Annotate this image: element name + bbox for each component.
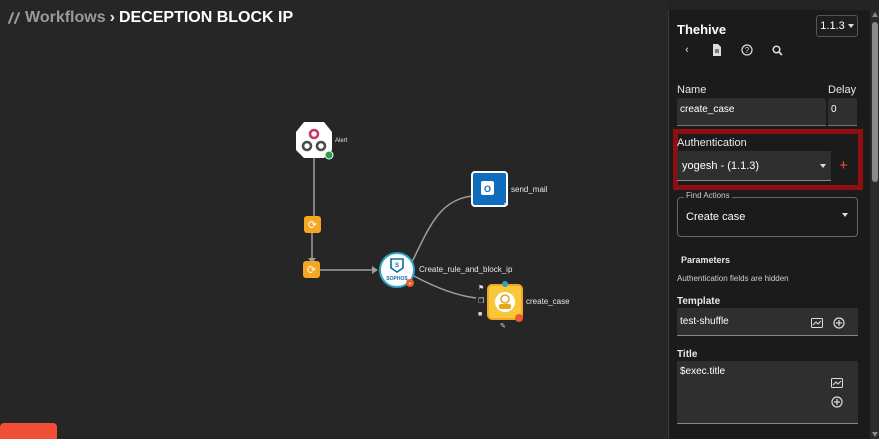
outlook-icon: O (481, 181, 494, 195)
node-create-case[interactable]: ⚑ ❐ ■ ✎ create_case (478, 281, 570, 330)
node-send-mail[interactable]: O ➤ send_mail (471, 171, 548, 209)
trigger-active-badge (324, 150, 334, 160)
selected-node-handle[interactable] (502, 281, 508, 287)
send-arrow-icon: ➤ (503, 202, 509, 209)
scroll-down-arrow-icon[interactable] (872, 432, 878, 437)
shuffle-logo-icon (8, 12, 20, 24)
delete-icon[interactable]: ■ (478, 311, 482, 318)
edge-arrowhead (308, 258, 316, 263)
edge-sophos-to-send-mail[interactable] (411, 195, 473, 263)
add-variable-icon[interactable] (831, 396, 843, 408)
template-value: test-shuffle (680, 316, 729, 327)
wrench-icon[interactable]: ✎ (500, 323, 506, 330)
svg-text:?: ? (745, 46, 750, 55)
node-send-mail-label: send_mail (511, 185, 548, 194)
find-actions-legend: Find Actions (684, 191, 732, 200)
authentication-select[interactable]: yogesh - (1.1.3) (677, 151, 831, 181)
save-workflow-button[interactable] (0, 423, 57, 439)
node-alert-label: Alert (335, 138, 348, 144)
parameters-heading: Parameters (681, 255, 731, 265)
authentication-label: Authentication (677, 137, 747, 149)
delay-input[interactable]: 0 (828, 98, 857, 126)
panel-scrollbar[interactable] (870, 10, 879, 439)
delay-label: Delay (828, 84, 857, 96)
sophos-wordmark: SOPHOS (386, 276, 408, 282)
node-warning-badge-glyph: + (408, 282, 412, 288)
svg-text:S: S (395, 263, 399, 269)
name-input[interactable]: create_case (677, 98, 826, 126)
node-condition-1[interactable]: ⟳ (304, 216, 321, 233)
authentication-highlight-box (673, 129, 863, 190)
search-icon[interactable] (769, 42, 785, 58)
flag-icon[interactable]: ⚑ (478, 284, 484, 292)
node-alert[interactable]: Alert (296, 122, 348, 160)
auth-hidden-note: Authentication fields are hidden (677, 274, 789, 283)
breadcrumb-workflows-link[interactable]: Workflows (25, 9, 106, 26)
node-status-badge (515, 314, 523, 322)
node-condition-2[interactable]: ⟳ (303, 261, 320, 278)
workflow-title: DECEPTION BLOCK IP (118, 9, 294, 26)
expand-editor-icon[interactable] (831, 377, 843, 389)
help-icon[interactable]: ? (739, 42, 755, 58)
find-actions-value: Create case (686, 211, 746, 223)
webhook-icon (301, 128, 327, 152)
edge-sophos-to-create-case[interactable] (413, 275, 477, 299)
title-value: $exec.title (680, 366, 726, 377)
action-side-panel: Thehive 1.1.3 ‹ ? Name Delay create_case… (668, 10, 879, 439)
chevron-down-icon (842, 213, 848, 217)
copy-icon[interactable]: ❐ (478, 297, 484, 305)
panel-toolbar: ‹ ? (679, 42, 785, 58)
node-create-case-label: create_case (526, 297, 570, 306)
edge-arrowhead (372, 266, 378, 274)
breadcrumb-separator: › (109, 9, 115, 26)
authentication-value: yogesh - (1.1.3) (682, 159, 760, 172)
node-sophos-label: Create_rule_and_block_ip (419, 265, 513, 274)
node-warning-badge (406, 279, 414, 287)
refresh-icon: ⟳ (307, 265, 316, 277)
sophos-icon: S SOPHOS (386, 258, 408, 282)
version-value: 1.1.3 (820, 20, 845, 32)
node-sophos[interactable]: S SOPHOS + Create_rule_and_block_ip (379, 252, 513, 288)
workflow-graph: Alert ⟳ ⟳ S SOPHOS + Create_rule_and_blo… (296, 122, 570, 330)
title-textarea[interactable]: $exec.title (677, 361, 858, 424)
document-icon[interactable] (709, 42, 725, 58)
svg-text:O: O (484, 184, 491, 194)
breadcrumb: Workflows › DECEPTION BLOCK IP (7, 9, 293, 27)
scroll-up-arrow-icon[interactable] (872, 12, 878, 17)
add-authentication-icon[interactable]: + (839, 157, 848, 174)
title-label: Title (677, 349, 698, 360)
refresh-icon: ⟳ (308, 220, 317, 232)
chevron-down-icon (847, 24, 854, 28)
add-variable-icon[interactable] (833, 317, 845, 329)
scrollbar-thumb[interactable] (872, 22, 878, 182)
expand-editor-icon[interactable] (811, 317, 823, 329)
version-select[interactable]: 1.1.3 (816, 15, 858, 37)
name-label: Name (677, 84, 707, 96)
back-icon[interactable]: ‹ (685, 44, 689, 56)
find-actions-select[interactable]: Find Actions Create case (677, 191, 858, 237)
template-label: Template (677, 296, 721, 307)
app-name: Thehive (677, 22, 727, 37)
chevron-down-icon (820, 163, 826, 168)
thehive-icon (495, 292, 515, 312)
workflow-canvas[interactable]: Workflows › DECEPTION BLOCK IP Alert ⟳ (0, 0, 668, 439)
template-input[interactable]: test-shuffle (677, 308, 858, 336)
